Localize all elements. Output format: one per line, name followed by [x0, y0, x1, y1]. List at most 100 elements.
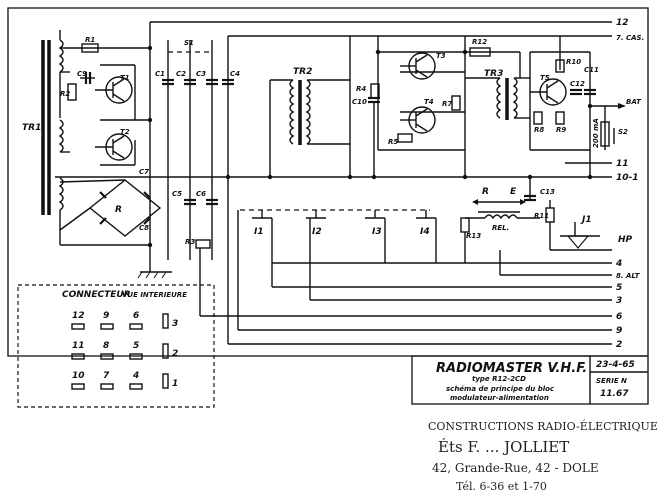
label-r3: R3: [185, 238, 195, 246]
label-relay-e: E: [510, 187, 517, 197]
label-j1: J1: [580, 215, 592, 225]
title-desc-2: modulateur-alimentation: [450, 394, 549, 402]
connector-slot: [71, 383, 85, 390]
terminal-9: 9: [616, 326, 622, 336]
label-c9: C9: [77, 70, 87, 78]
connector-box: [17, 284, 215, 408]
title-main: RADIOMASTER V.H.F.: [436, 361, 587, 376]
terminal-5: 5: [616, 283, 622, 293]
resistor-r12: [469, 47, 491, 57]
label-hp: HP: [618, 235, 633, 245]
label-r9: R9: [556, 126, 566, 134]
label-c4: C4: [230, 70, 240, 78]
terminal-6: 6: [616, 312, 622, 322]
fuse-s2: [600, 121, 615, 147]
label-c11: C11: [584, 66, 599, 74]
label-c2: C2: [176, 70, 186, 78]
connector-slot: [129, 353, 143, 360]
label-c6: C6: [196, 190, 206, 198]
label-r13: R13: [466, 232, 481, 240]
pushpull-stage: [349, 36, 520, 177]
connector-pin-6: 6: [133, 311, 139, 321]
label-c1: C1: [155, 70, 165, 78]
stage1-wiring: [59, 22, 151, 260]
transformer-tr1: [41, 30, 70, 215]
label-t5: T5: [540, 74, 550, 82]
transistor-t5: [530, 78, 567, 106]
label-r7: R7: [442, 100, 452, 108]
connector-slot: [100, 323, 114, 330]
terminal-11: 11: [616, 159, 629, 169]
transistor-t3: [400, 52, 436, 80]
jack-j1: [460, 200, 612, 275]
transformer-tr2: [269, 79, 350, 177]
transistor-t4: [400, 106, 436, 134]
title-series-value: 11.67: [600, 389, 629, 399]
connector-pin-8: 8: [103, 341, 109, 351]
resistor-r8: [533, 111, 543, 125]
connector-pin-11: 11: [72, 341, 85, 351]
stamp-line-2: Éts F. ... JOLLIET: [438, 438, 569, 456]
capacitor-bank: [162, 36, 234, 260]
label-t4: T4: [424, 98, 434, 106]
connector-slot: [162, 373, 169, 389]
label-relay-r: R: [482, 187, 489, 197]
connector-pin-10: 10: [72, 371, 85, 381]
label-c7: C7: [139, 168, 149, 176]
terminal-3: 3: [616, 296, 622, 306]
label-r10: R10: [566, 58, 581, 66]
switch-bank: [199, 177, 437, 344]
resistor-r2: [67, 83, 77, 101]
label-c10: C10: [352, 98, 367, 106]
connector-side-2: 2: [172, 349, 178, 359]
transistor-t2: [95, 133, 133, 161]
title-block: [411, 355, 649, 405]
label-t3: T3: [436, 52, 446, 60]
output-stage: [529, 36, 626, 177]
label-r12: R12: [472, 38, 487, 46]
resistor-r1: [81, 43, 99, 53]
resistor-r5: [397, 133, 413, 143]
label-rel: REL.: [492, 224, 509, 232]
terminal-10-1: 10-1: [616, 173, 639, 183]
ground-symbol: [137, 260, 172, 279]
connector-pin-7: 7: [103, 371, 110, 381]
resistor-r9: [555, 111, 565, 125]
terminal-7-cas: 7. CAS.: [616, 34, 644, 42]
label-tr3: TR3: [484, 69, 503, 79]
connector-pin-5: 5: [133, 341, 139, 351]
title-desc-1: schéma de principe du bloc: [446, 385, 555, 393]
label-c8: C8: [139, 224, 149, 232]
label-r5: R5: [388, 138, 398, 146]
label-i1: I1: [254, 227, 264, 237]
resistor-r10: [555, 59, 565, 73]
connector-slot: [100, 383, 114, 390]
connector-slot: [129, 323, 143, 330]
label-tr2: TR2: [293, 67, 312, 77]
connector-slot: [162, 343, 169, 359]
label-tr1: TR1: [22, 123, 41, 133]
label-c3: C3: [196, 70, 206, 78]
label-bat: BAT: [626, 98, 642, 106]
label-r8: R8: [534, 126, 544, 134]
title-type: type R12-2CD: [472, 375, 526, 383]
connector-subtitle: VUE INTERIEURE: [122, 291, 187, 299]
label-r4: R4: [356, 85, 366, 93]
label-r1: R1: [85, 36, 95, 44]
connector-pin-4: 4: [132, 371, 139, 381]
label-r11: R11: [534, 212, 549, 220]
connector-title: CONNECTEUR: [62, 290, 131, 300]
capacitor-c9: [84, 72, 92, 84]
label-fuse: 200 mA: [592, 118, 600, 148]
label-s2: S2: [618, 128, 628, 136]
terminal-bus: [55, 21, 612, 345]
junction-dots: [147, 45, 593, 248]
label-c12: C12: [570, 80, 585, 88]
label-c13: C13: [540, 188, 555, 196]
terminal-4: 4: [615, 259, 622, 269]
rectifier-bridge: [59, 179, 162, 237]
terminal-12: 12: [616, 18, 629, 28]
label-i2: I2: [312, 227, 322, 237]
stamp-line-1: CONSTRUCTIONS RADIO-ÉLECTRIQUES: [428, 419, 657, 433]
